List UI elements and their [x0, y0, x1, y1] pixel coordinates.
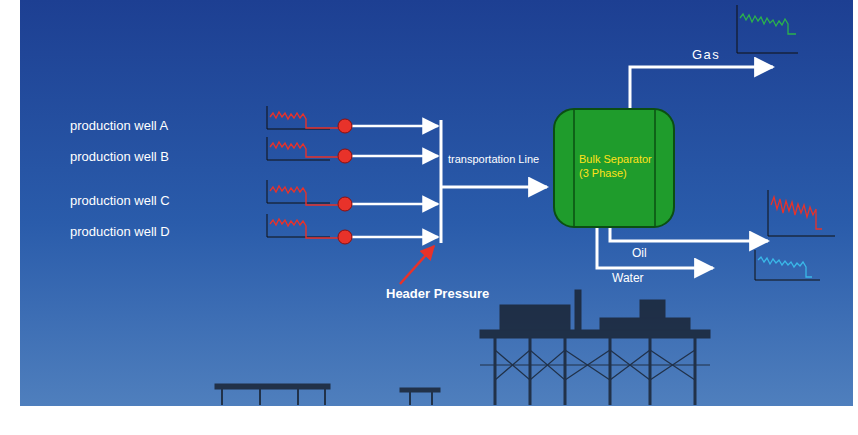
stream-label: Oil — [632, 247, 647, 261]
well-label: production well B — [70, 150, 169, 165]
line-label: transportation Line — [448, 153, 540, 166]
well-label: production well C — [70, 194, 170, 209]
pipelines — [441, 67, 773, 268]
pointer-arrow — [400, 246, 434, 284]
well-label: production well A — [70, 119, 168, 134]
product-plots — [737, 5, 835, 280]
vessel-label: Bulk Separator (3 Phase) — [579, 152, 653, 181]
stream-label: Water — [612, 272, 644, 286]
well-label: production well D — [70, 225, 170, 240]
sea-background — [20, 0, 853, 406]
stream-label: Gas — [692, 48, 720, 63]
separator-vessel: Bulk Separator (3 Phase) — [553, 108, 675, 228]
callout-label: Header Pressure — [386, 287, 489, 302]
platform-silhouette — [215, 290, 710, 405]
well-plots — [267, 106, 438, 244]
